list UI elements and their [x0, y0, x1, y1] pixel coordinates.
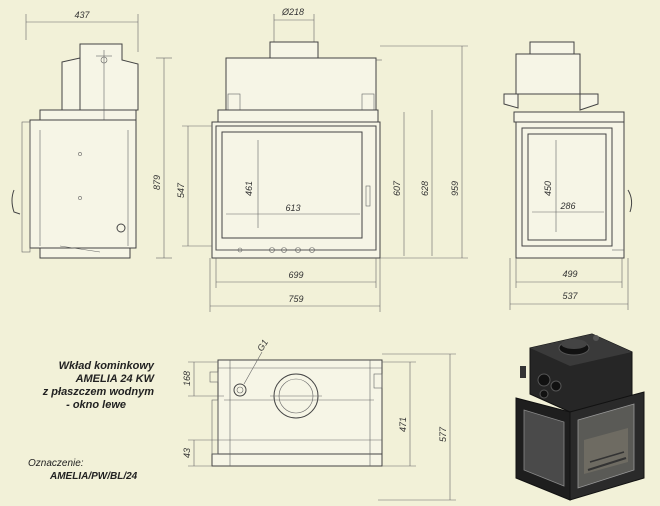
- dim-547: 547: [176, 182, 186, 198]
- title-line-3: z płaszczem wodnym: [42, 386, 154, 398]
- product-title: Wkład kominkowy AMELIA 24 KW z płaszczem…: [14, 360, 154, 412]
- left-side-view: 437 879: [11, 10, 172, 259]
- dim-759: 759: [288, 294, 303, 304]
- title-line-2: AMELIA 24 KW: [75, 373, 154, 385]
- dim-699: 699: [288, 270, 303, 280]
- marking-code: AMELIA/PW/BL/24: [50, 471, 138, 482]
- dim-286: 286: [559, 201, 575, 211]
- marking-label: Oznaczenie:: [28, 458, 84, 469]
- front-view: Ø218 461 613 547 607: [176, 7, 468, 312]
- dim-glass-width: 613: [285, 203, 300, 213]
- dim-168: 168: [182, 371, 192, 386]
- dim-537: 537: [562, 291, 578, 301]
- title-line-1: Wkład kominkowy: [58, 360, 154, 372]
- dim-43: 43: [182, 448, 192, 458]
- fireplace-render: [515, 333, 645, 501]
- air-control-knobs: [237, 247, 315, 253]
- dim-879: 879: [152, 175, 162, 190]
- dim-g1: G1: [255, 338, 270, 353]
- dim-437: 437: [74, 10, 90, 20]
- right-side-view: 450 286 499 537: [503, 41, 633, 310]
- dim-499: 499: [562, 269, 577, 279]
- dim-607: 607: [392, 180, 402, 196]
- dim-471: 471: [398, 417, 408, 432]
- dim-959: 959: [450, 181, 460, 196]
- dim-450: 450: [543, 181, 553, 196]
- title-line-4: - okno lewe: [66, 399, 126, 411]
- dim-628: 628: [420, 181, 430, 196]
- top-view: G1 168 43 471 577: [182, 338, 456, 501]
- dim-glass-height: 461: [244, 181, 254, 196]
- dim-flue-diameter: Ø218: [281, 7, 304, 17]
- dim-577: 577: [438, 426, 448, 442]
